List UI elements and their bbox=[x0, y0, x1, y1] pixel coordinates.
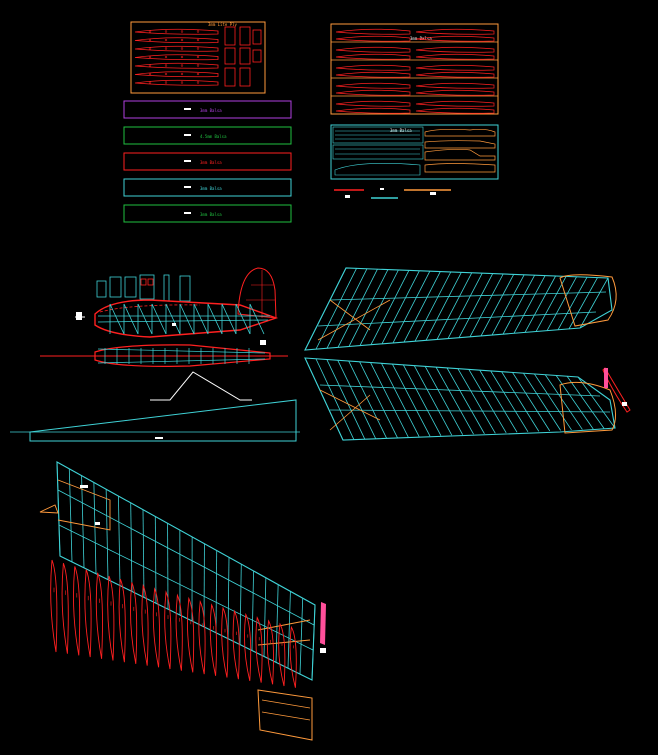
legend-item: 3mm Balsa bbox=[123, 152, 292, 171]
legend-label: 3mm Balsa bbox=[200, 160, 222, 165]
wing-rib-row bbox=[50, 559, 297, 688]
legend-item: 3mm Balsa bbox=[123, 100, 292, 119]
fuselage-views bbox=[10, 267, 300, 442]
legend-item: 3mm Balsa bbox=[123, 178, 292, 197]
balsa-rib-parts bbox=[335, 28, 495, 114]
legend-label: 3mm Balsa bbox=[200, 186, 222, 191]
lite-ply-parts-sheet: 3mm Lite Ply bbox=[130, 21, 266, 94]
lite-ply-rib-parts bbox=[134, 28, 219, 86]
wing-plan-upper bbox=[304, 267, 617, 351]
lite-ply-formers bbox=[224, 26, 262, 87]
legend-item: 4.5mm Balsa bbox=[123, 126, 292, 145]
legend-label: 3mm Balsa bbox=[200, 108, 222, 113]
material-legend: 3mm Balsa 4.5mm Balsa 3mm Balsa 3mm Balsa 3m… bbox=[123, 100, 292, 223]
wing-plan-lower bbox=[304, 357, 631, 441]
legend-label: 3mm Balsa bbox=[200, 212, 222, 217]
balsa-strip-sheet: 3mm Balsa bbox=[330, 124, 499, 199]
wing-panel-lower-left bbox=[39, 461, 326, 741]
lite-ply-sheet-label: 3mm Lite Ply bbox=[208, 22, 237, 27]
balsa-sheet-b-label: 3mm Balsa bbox=[390, 128, 412, 133]
balsa-rib-sheet: 3mm Balsa bbox=[330, 23, 499, 115]
legend-label: 4.5mm Balsa bbox=[200, 134, 227, 139]
legend-item: 3mm Balsa bbox=[123, 204, 292, 223]
